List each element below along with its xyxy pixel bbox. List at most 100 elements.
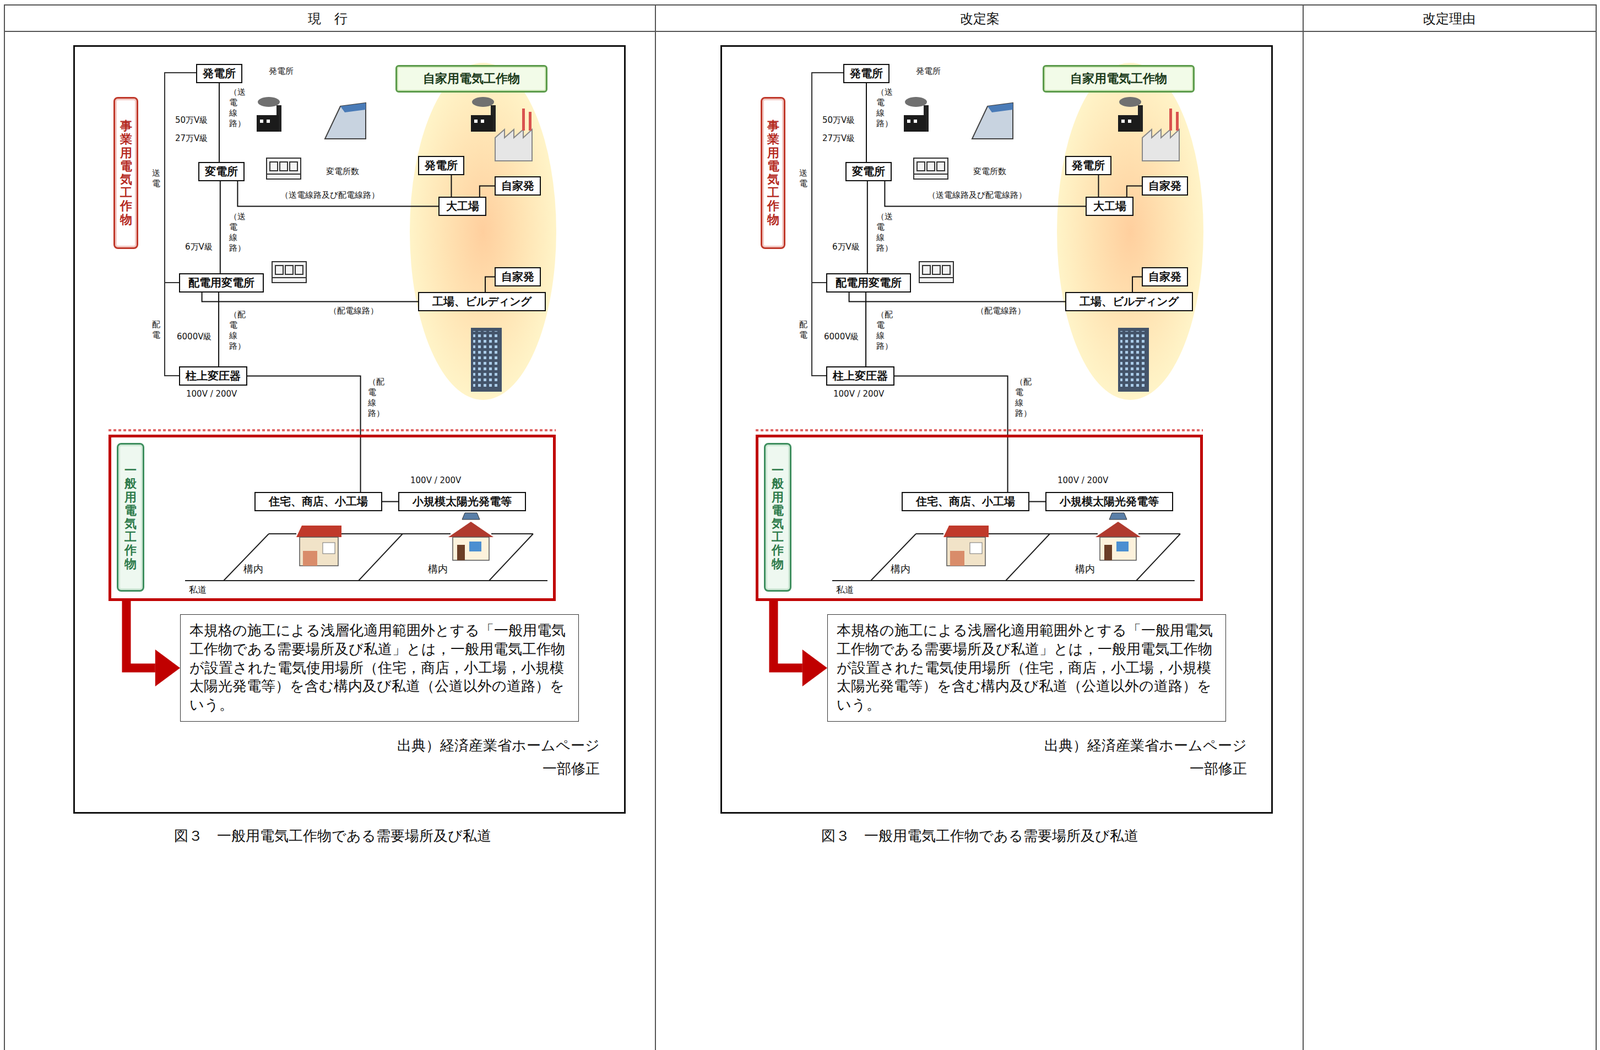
box-text: 自家発 (1148, 269, 1182, 285)
region-boundary: 100V / 200V 構内 構内私道 一般用電気工作物 住宅、商店、小工場 小規模太陽光… (108, 434, 556, 601)
facility-box: 柱上変圧器 (179, 366, 248, 386)
note-text: 本規格の施工による浅層化適用範囲外とする「一般用電気工作物である需要場所及び私道… (189, 621, 570, 715)
facility-box: 自家発 (1141, 176, 1189, 196)
figure-caption: 図３ 一般用電気工作物である需要場所及び私道 (84, 826, 581, 846)
bracket-label: 配電 (799, 319, 808, 341)
line-route (1029, 501, 1046, 503)
box-text: 工場、ビルディング (1079, 294, 1179, 309)
callout-arrow (126, 600, 155, 669)
facility-box: 小規模太陽光発電等 (1045, 491, 1174, 512)
box-text: 配電用変電所 (188, 275, 255, 291)
box-text: 自家用電気工作物 (1070, 70, 1168, 88)
facility-box: 自家発 (494, 267, 541, 287)
note-box: 本規格の施工による浅層化適用範囲外とする「一般用電気工作物である需要場所及び私道… (827, 614, 1227, 722)
box-text: 発電所 (849, 66, 883, 81)
facility-box: 住宅、商店、小工場 (254, 491, 383, 512)
voltage-label: 6万V級 (185, 241, 213, 253)
line-label: （配電線路） (328, 305, 379, 317)
facility-box: 発電所 (843, 63, 890, 84)
source-note: 出典）経済産業省ホームページ 一部修正 (390, 734, 600, 780)
voltage-label: 27万V級 (822, 133, 855, 144)
vertical-text: 一般用電気工作物 (771, 463, 784, 571)
box-text: 自家発 (501, 178, 535, 194)
icon-label: 発電所 (915, 66, 941, 77)
area-label: 構内 (243, 562, 264, 576)
box-text: 住宅、商店、小工場 (268, 494, 368, 509)
box-text: 柱上変圧器 (832, 368, 888, 384)
bracket-label: 送電 (799, 167, 808, 189)
facility-box: 発電所 (1065, 155, 1112, 176)
line-label: （配電線路） (975, 305, 1027, 317)
line-route (865, 83, 867, 162)
bracket-label: 配電 (152, 319, 161, 341)
facility-box: 変電所 (198, 161, 245, 182)
box-text: 大工場 (1093, 198, 1127, 214)
voltage-label: 100V / 200V (833, 388, 884, 399)
area-label: 私道 (188, 584, 207, 596)
voltage-label: 6000V級 (176, 331, 212, 343)
facility-box: 発電所 (418, 155, 465, 176)
box-text: 変電所 (852, 164, 886, 180)
facility-box: 変電所 (845, 161, 892, 182)
category-band: 一般用電気工作物 (763, 442, 792, 592)
area-label: 100V / 200V (1057, 475, 1109, 486)
arrow-head (155, 649, 181, 687)
box-text: 変電所 (204, 164, 238, 180)
note-text: 本規格の施工による浅層化適用範囲外とする「一般用電気工作物である需要場所及び私道… (836, 621, 1217, 715)
diagram-frame: 出典）経済産業省ホームページ 一部修正事業用電気工作物発電所変電所配電用変電所柱… (73, 45, 626, 814)
vertical-text: 一般用電気工作物 (124, 463, 137, 571)
column-header: 現 行 (217, 9, 438, 28)
area-label: 私道 (836, 584, 854, 596)
area-label: 100V / 200V (410, 475, 461, 486)
box-text: 小規模太陽光発電等 (1059, 494, 1159, 509)
area-label: 構内 (427, 562, 448, 576)
facility-box: 柱上変圧器 (826, 366, 895, 386)
voltage-label: 27万V級 (175, 133, 208, 144)
line-route (479, 186, 495, 198)
facility-box: 自家発 (494, 176, 541, 196)
line-route (247, 376, 361, 493)
line-label: （配電線路） (1015, 376, 1024, 420)
facility-box: 大工場 (438, 196, 487, 216)
line-route (485, 277, 495, 293)
box-text: 小規模太陽光発電等 (412, 494, 512, 509)
line-label: （送電線路及び配電線路） (279, 190, 381, 201)
column-header: 改定案 (869, 9, 1090, 28)
box-text: 発電所 (202, 66, 236, 81)
box-text: 柱上変圧器 (185, 368, 241, 384)
line-route (219, 181, 221, 274)
voltage-label: 100V / 200V (186, 388, 237, 399)
line-route (202, 292, 419, 302)
note-box: 本規格の施工による浅層化適用範囲外とする「一般用電気工作物である需要場所及び私道… (180, 614, 579, 722)
line-label: （送電線路） (229, 210, 238, 254)
facility-box: 住宅、商店、小工場 (901, 491, 1030, 512)
line-route (865, 292, 867, 367)
box-text: 自家用電気工作物 (422, 70, 520, 88)
line-label: （配電線路） (229, 308, 238, 352)
line-label: （配電線路） (367, 376, 377, 420)
line-route (894, 376, 1008, 493)
line-route (1132, 277, 1142, 293)
source-note: 出典）経済産業省ホームページ 一部修正 (1037, 734, 1247, 780)
line-route (218, 292, 220, 367)
facility-box: 発電所 (196, 63, 243, 84)
box-text: 自家発 (501, 269, 535, 285)
box-text: 住宅、商店、小工場 (915, 494, 1016, 509)
line-label: （送電線路） (876, 86, 885, 130)
voltage-label: 50万V級 (175, 115, 208, 126)
facility-box: 大工場 (1085, 196, 1134, 216)
area-label: 構内 (890, 562, 911, 576)
line-label: （送電線路） (229, 86, 238, 130)
arrow-head (802, 649, 828, 687)
voltage-label: 6万V級 (832, 241, 860, 253)
line-route (382, 501, 399, 503)
bracket-label: 送電 (152, 167, 161, 189)
box-text: 配電用変電所 (835, 275, 902, 291)
line-route (884, 181, 1086, 207)
line-label: （配電線路） (876, 308, 885, 352)
box-text: 発電所 (1071, 158, 1105, 173)
line-route (866, 181, 869, 274)
